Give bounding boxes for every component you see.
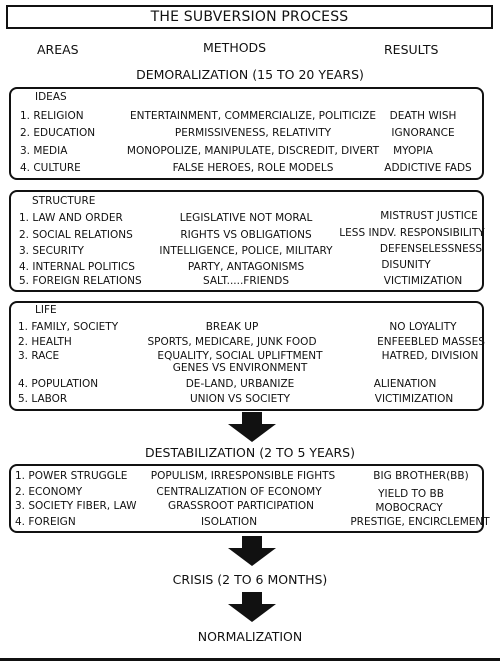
life-title: LIFE <box>35 304 57 316</box>
ideas-area: 4. CULTURE <box>20 162 81 174</box>
life-result: ENFEEBLED MASSES <box>377 336 485 348</box>
ideas-method: ENTERTAINMENT, COMMERCIALIZE, POLITICIZE <box>130 110 376 122</box>
structure-area: 1. LAW AND ORDER <box>19 212 123 224</box>
down-arrow-icon <box>228 412 276 442</box>
structure-box <box>9 190 484 292</box>
life-area: 4. POPULATION <box>18 378 99 390</box>
header-areas: AREAS <box>37 42 79 57</box>
destabilization-box <box>9 464 484 533</box>
life-result: NO LOYALITY <box>389 321 457 333</box>
structure-area: 2. SOCIAL RELATIONS <box>19 229 133 241</box>
destab-area: 2. ECONOMY <box>15 486 83 498</box>
structure-area: 5. FOREIGN RELATIONS <box>19 275 142 287</box>
life-method: UNION VS SOCIETY <box>189 393 291 405</box>
structure-method: INTELLIGENCE, POLICE, MILITARY <box>159 245 333 257</box>
life-method: EQUALITY, SOCIAL UPLIFTMENT <box>157 350 323 362</box>
destab-area: 4. FOREIGN <box>15 516 76 528</box>
life-method: SPORTS, MEDICARE, JUNK FOOD <box>147 336 317 348</box>
destab-method: POPULISM, IRRESPONSIBLE FIGHTS <box>150 470 336 482</box>
structure-area: 3. SECURITY <box>19 245 84 257</box>
ideas-result: ADDICTIVE FADS <box>384 162 472 174</box>
destab-result: BIG BROTHER(BB) <box>373 470 469 482</box>
life-result: ALIENATION <box>373 378 437 390</box>
structure-title: STRUCTURE <box>32 195 96 207</box>
down-arrow-icon <box>228 592 276 622</box>
phase-destabilization: DESTABILIZATION (2 TO 5 YEARS) <box>145 445 355 460</box>
life-area: 1. FAMILY, SOCIETY <box>18 321 119 333</box>
structure-area: 4. INTERNAL POLITICS <box>19 261 135 273</box>
ideas-area: 3. MEDIA <box>20 145 68 157</box>
destab-area: 1. POWER STRUGGLE <box>15 470 128 482</box>
life-area: 2. HEALTH <box>18 336 72 348</box>
structure-method: SALT.....FRIENDS <box>203 275 289 287</box>
structure-result: LESS INDV. RESPONSIBILITY <box>339 227 485 239</box>
phase-demoralization: DEMORALIZATION (15 TO 20 YEARS) <box>136 67 364 82</box>
structure-result: DEFENSELESSNESS <box>379 243 483 255</box>
life-method: DE-LAND, URBANIZE <box>185 378 295 390</box>
destab-method: ISOLATION <box>200 516 258 528</box>
destab-result: YIELD TO BB <box>378 488 444 500</box>
destab-method: CENTRALIZATION OF ECONOMY <box>156 486 322 498</box>
diagram-title: THE SUBVERSION PROCESS <box>6 5 493 29</box>
destab-method: GRASSROOT PARTICIPATION <box>167 500 315 512</box>
structure-method: LEGISLATIVE NOT MORAL <box>179 212 313 224</box>
phase-normalization: NORMALIZATION <box>197 629 303 644</box>
destab-result: MOBOCRACY <box>375 502 443 514</box>
ideas-result: MYOPIA <box>393 145 433 157</box>
structure-result: VICTIMIZATION <box>383 275 463 287</box>
ideas-box <box>9 87 484 180</box>
bottom-rule <box>0 658 500 661</box>
phase-crisis: CRISIS (2 TO 6 MONTHS) <box>172 572 328 587</box>
life-area: 5. LABOR <box>18 393 68 405</box>
life-method: BREAK UP <box>205 321 259 333</box>
life-box <box>9 301 484 411</box>
life-result: HATRED, DIVISION <box>381 350 479 362</box>
ideas-area: 1. RELIGION <box>20 110 84 122</box>
header-results: RESULTS <box>384 42 439 57</box>
destab-area: 3. SOCIETY FIBER, LAW <box>15 500 137 512</box>
life-method-line2: GENES VS ENVIRONMENT <box>172 362 308 374</box>
life-result: VICTIMIZATION <box>374 393 454 405</box>
life-area: 3. RACE <box>18 350 60 362</box>
structure-method: RIGHTS VS OBLIGATIONS <box>180 229 312 241</box>
structure-method: PARTY, ANTAGONISMS <box>187 261 305 273</box>
destab-result: PRESTIGE, ENCIRCLEMENT <box>350 516 490 528</box>
structure-result: MISTRUST JUSTICE <box>380 210 478 222</box>
ideas-result: IGNORANCE <box>391 127 455 139</box>
ideas-area: 2. EDUCATION <box>20 127 96 139</box>
ideas-method: PERMISSIVENESS, RELATIVITY <box>174 127 332 139</box>
structure-result: DISUNITY <box>381 259 431 271</box>
header-methods: METHODS <box>203 40 267 55</box>
ideas-method: MONOPOLIZE, MANIPULATE, DISCREDIT, DIVER… <box>126 145 380 157</box>
ideas-title: IDEAS <box>35 91 67 103</box>
ideas-result: DEATH WISH <box>389 110 457 122</box>
ideas-method: FALSE HEROES, ROLE MODELS <box>172 162 334 174</box>
down-arrow-icon <box>228 536 276 566</box>
